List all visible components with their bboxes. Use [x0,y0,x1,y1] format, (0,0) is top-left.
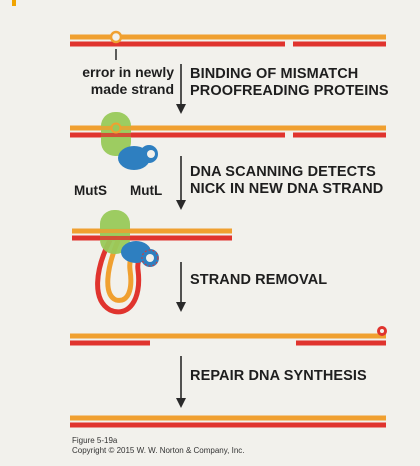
figure-number: Figure 5-19a [72,436,118,445]
accent-bar [12,0,16,6]
dna-duplex-with-mismatch [70,30,386,47]
step4-label: REPAIR DNA SYNTHESIS [190,368,367,384]
step2-line1: DNA SCANNING DETECTS [190,164,376,180]
step-arrow-2 [176,156,186,210]
step2-line2: NICK IN NEW DNA STRAND [190,181,384,198]
dna-repaired [70,415,386,428]
dna-strand-removed [70,326,387,346]
error-label: error in newly made strand [64,64,174,97]
dna-loop-scanning [72,210,232,315]
mutl-protein-loop [121,241,159,267]
step1-line1: BINDING OF MISMATCH [190,66,359,82]
mismatch-bulge [109,30,123,44]
figure-caption: Figure 5-19a Copyright © 2015 W. W. Nort… [72,436,244,456]
step2-label: DNA SCANNING DETECTS NICK IN NEW DNA STR… [190,164,383,198]
error-label-line2: made strand [90,80,174,97]
step-arrow-1 [176,64,186,114]
step-arrow-4 [176,356,186,408]
mutl-protein [118,145,158,170]
step1-label: BINDING OF MISMATCH PROOFREADING PROTEIN… [190,66,389,100]
error-label-line1: error in newly [82,64,174,80]
step1-line2: PROOFREADING PROTEINS [190,83,389,100]
nick-site-icon [141,249,159,267]
muts-label: MutS [74,183,107,198]
step3-label: STRAND REMOVAL [190,272,328,288]
copyright-text: Copyright © 2015 W. W. Norton & Company,… [72,446,245,455]
step-arrow-3 [176,262,186,312]
mutl-label: MutL [130,183,163,198]
